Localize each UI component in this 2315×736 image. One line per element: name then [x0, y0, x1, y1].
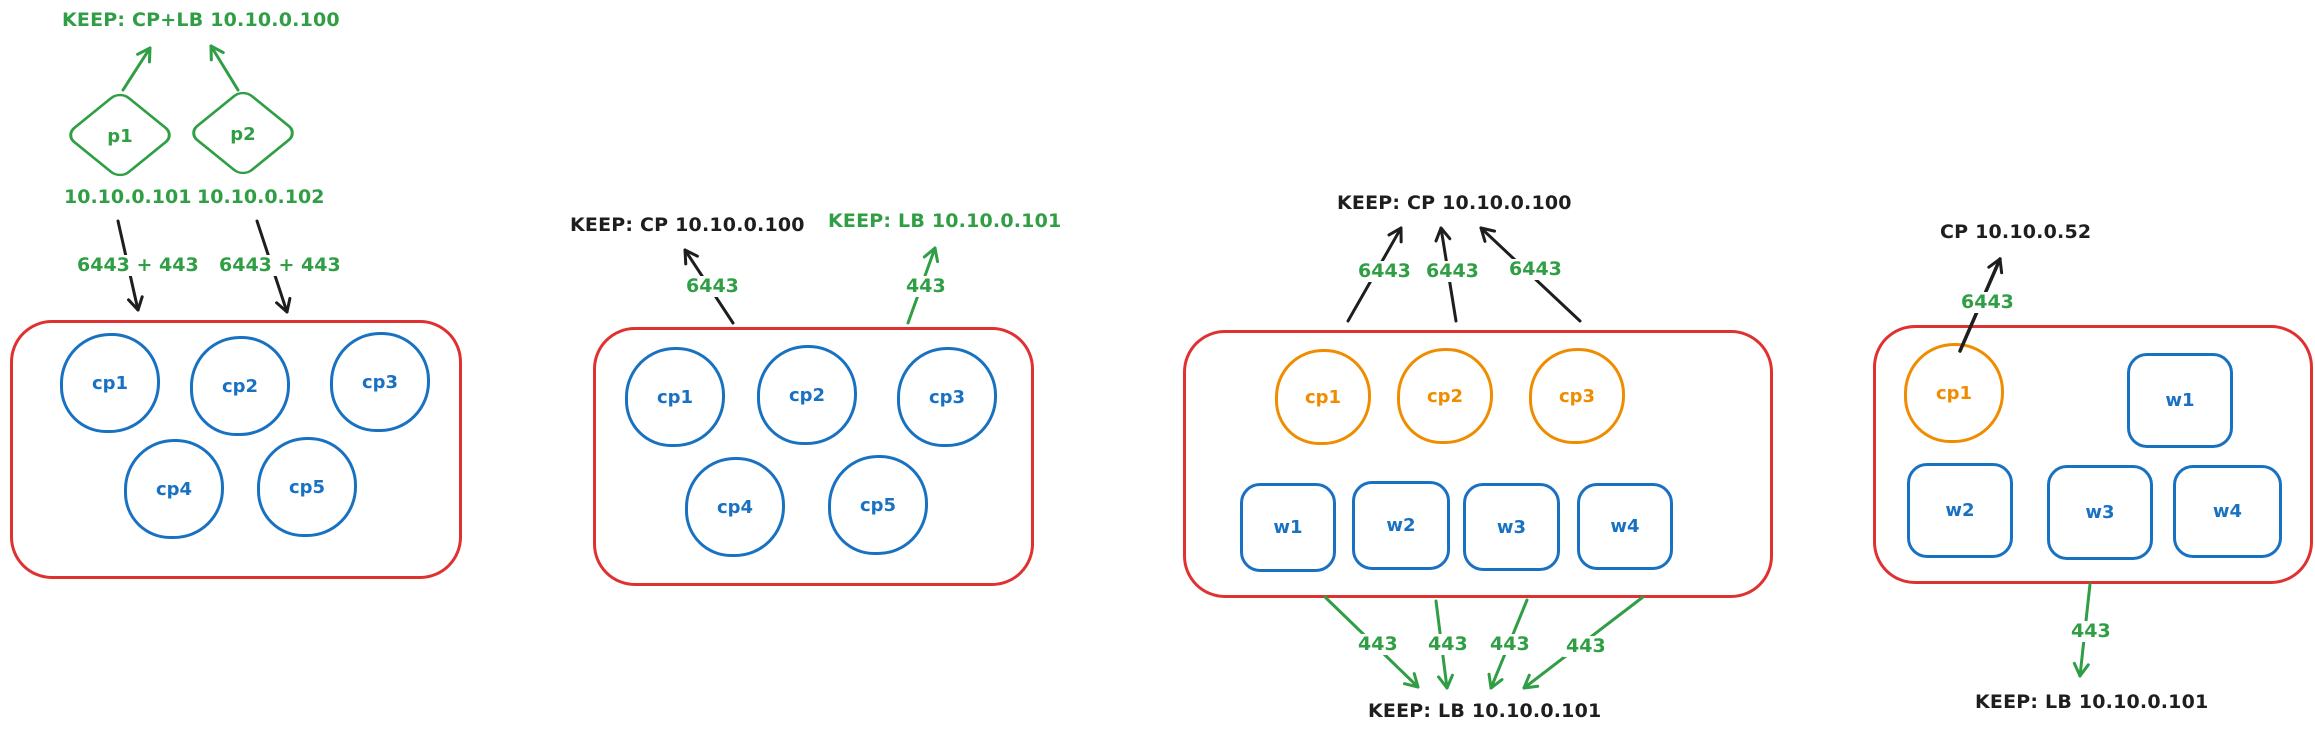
- s4-node-w1: w1: [2127, 353, 2233, 448]
- s2-node-cp2-label: cp2: [788, 384, 826, 406]
- s4-node-w2-label: w2: [1945, 500, 1975, 521]
- s3-keep-cp-label: KEEP: CP 10.10.0.100: [1337, 192, 1572, 214]
- s2-keep-lb-label: KEEP: LB 10.10.0.101: [828, 210, 1062, 232]
- s2-cluster-box: [593, 327, 1034, 586]
- s1-proxy-p2-label: p2: [230, 124, 256, 145]
- s3-node-w2: w2: [1352, 481, 1450, 570]
- s3-cp-port-label-1: 6443: [1355, 261, 1414, 282]
- s4-node-cp1-label: cp1: [1935, 382, 1973, 404]
- s3-cluster-box: [1183, 330, 1773, 598]
- s4-node-w3-label: w3: [2085, 502, 2115, 523]
- s4-lb-port-label: 443: [2068, 621, 2114, 642]
- s1-proxy-p2-ip: 10.10.0.102: [197, 186, 325, 208]
- s3-node-w2-label: w2: [1386, 515, 1416, 536]
- s1-node-cp2-label: cp2: [221, 375, 259, 397]
- s2-keep-cp-label: KEEP: CP 10.10.0.100: [570, 214, 805, 236]
- s1-cluster-box: [10, 320, 462, 579]
- s1-port-label-2: 6443 + 443: [216, 255, 344, 276]
- s4-node-w2: w2: [1907, 463, 2013, 558]
- s2-cp-port-label: 6443: [683, 276, 742, 297]
- s3-lb-port-label-4: 443: [1563, 636, 1609, 657]
- s3-lb-port-label-2: 443: [1425, 634, 1471, 655]
- s2-node-cp3-label: cp3: [928, 386, 966, 408]
- s3-node-w4: w4: [1577, 483, 1673, 570]
- s1-keep-cp-lb-label: KEEP: CP+LB 10.10.0.100: [62, 9, 340, 31]
- s1-node-cp5: cp5: [257, 437, 357, 537]
- s3-node-w1-label: w1: [1273, 517, 1303, 538]
- s4-cluster-box: [1873, 325, 2313, 584]
- s4-cp-port-label: 6443: [1958, 292, 2017, 313]
- s1-node-cp1-label: cp1: [91, 372, 129, 394]
- s3-node-cp1: cp1: [1275, 349, 1371, 445]
- s3-keep-lb-label: KEEP: LB 10.10.0.101: [1368, 700, 1602, 722]
- s2-node-cp1-label: cp1: [656, 386, 694, 408]
- s2-node-cp4-label: cp4: [716, 496, 754, 518]
- s3-lb-port-label-3: 443: [1487, 634, 1533, 655]
- s3-node-cp3: cp3: [1529, 348, 1625, 444]
- s3-lb-port-label-1: 443: [1355, 634, 1401, 655]
- s2-node-cp4: cp4: [685, 457, 785, 557]
- s3-node-cp3-label: cp3: [1558, 385, 1596, 407]
- s3-node-w3-label: w3: [1496, 516, 1527, 538]
- s4-keep-lb-label: KEEP: LB 10.10.0.101: [1975, 691, 2209, 713]
- s2-node-cp1: cp1: [625, 347, 725, 447]
- s1-node-cp3-label: cp3: [361, 371, 399, 393]
- s4-node-cp1: cp1: [1904, 343, 2004, 443]
- s3-cp-port-label-2: 6443: [1423, 261, 1482, 282]
- s1-node-cp3: cp3: [330, 332, 430, 432]
- s2-node-cp2: cp2: [757, 345, 857, 445]
- s1-node-cp4-label: cp4: [155, 478, 193, 500]
- s2-node-cp5: cp5: [828, 455, 928, 555]
- s1-proxy-p1-label: p1: [107, 126, 133, 147]
- s2-node-cp5-label: cp5: [859, 494, 897, 516]
- s2-node-cp3: cp3: [897, 347, 997, 447]
- s1-node-cp1: cp1: [60, 333, 160, 433]
- s4-cp-ip-label: CP 10.10.0.52: [1940, 221, 2092, 243]
- s1-proxy-p1-ip: 10.10.0.101: [64, 186, 192, 208]
- s3-node-cp1-label: cp1: [1304, 386, 1342, 408]
- s1-port-label-1: 6443 + 443: [74, 255, 202, 276]
- s1-node-cp5-label: cp5: [288, 476, 326, 498]
- s3-node-w1: w1: [1240, 483, 1336, 572]
- s3-node-cp2: cp2: [1397, 348, 1493, 444]
- s1-node-cp4: cp4: [124, 439, 224, 539]
- s2-lb-port-label: 443: [903, 276, 949, 297]
- s4-node-w1-label: w1: [2165, 390, 2195, 411]
- s4-node-w4-label: w4: [2212, 501, 2243, 522]
- s4-node-w3: w3: [2047, 465, 2153, 560]
- s4-node-w4: w4: [2173, 465, 2282, 558]
- s3-cp-port-label-3: 6443: [1506, 259, 1565, 280]
- s3-node-w4-label: w4: [1610, 516, 1640, 537]
- s3-node-w3: w3: [1463, 483, 1560, 571]
- s3-node-cp2-label: cp2: [1426, 385, 1464, 407]
- s1-node-cp2: cp2: [190, 336, 290, 436]
